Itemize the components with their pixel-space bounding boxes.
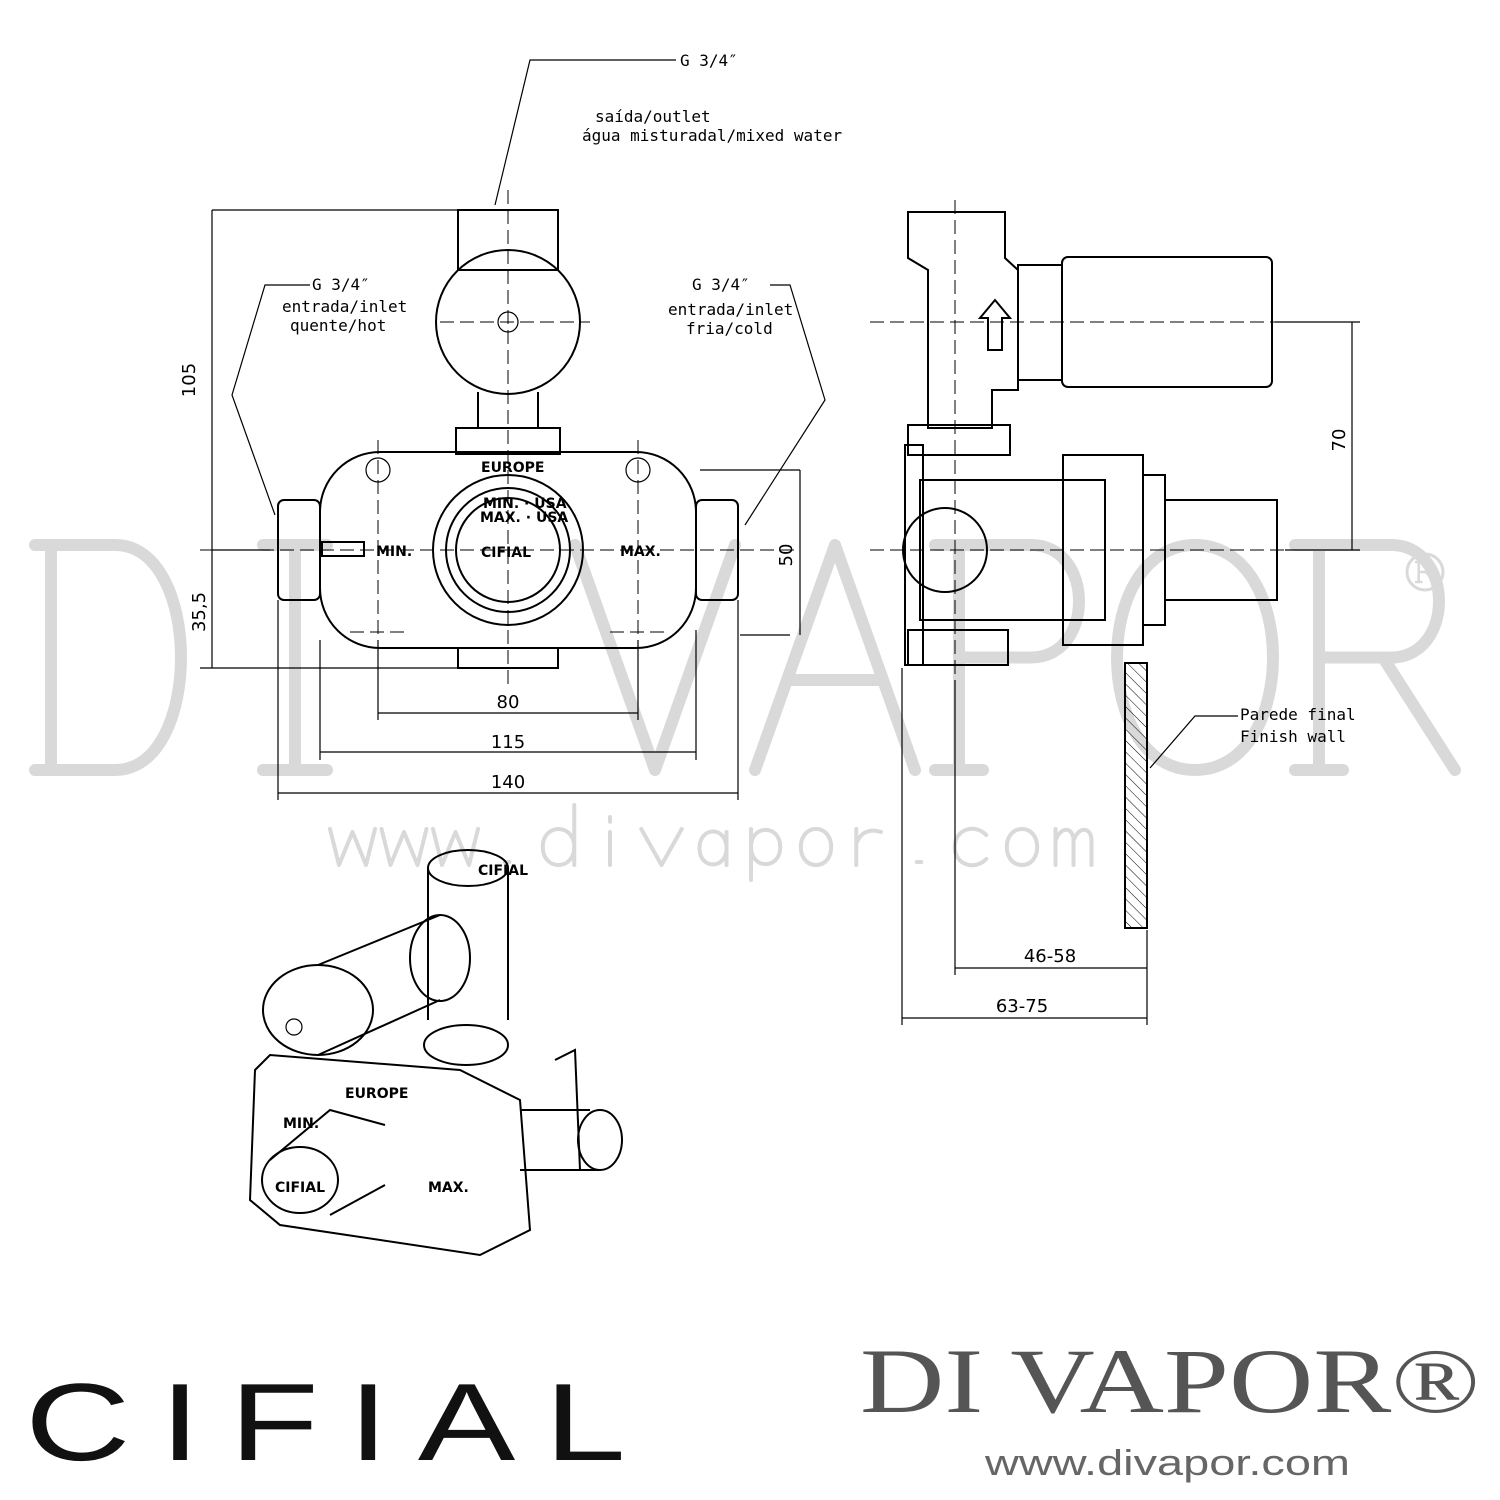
watermark-glyph	[1117, 545, 1273, 770]
dim-width-115: 115	[491, 732, 525, 753]
divapor-logo: DI VAPOR®	[860, 1330, 1480, 1432]
side-view: 70 46-58 63-75 Parede final Finish wall	[870, 200, 1360, 1025]
iso-label-brand: CIFIAL	[275, 1180, 325, 1196]
min-indicator	[321, 541, 365, 557]
iso-pipe-brand: CIFIAL	[478, 863, 528, 879]
dim-width-140: 140	[491, 772, 525, 793]
watermark-name-graphic	[35, 545, 1455, 770]
watermark-glyph	[35, 545, 181, 770]
dim-depth-min: 46-58	[1024, 946, 1076, 967]
watermark-glyph	[700, 832, 727, 865]
watermark-glyph	[263, 545, 327, 770]
iso-screw-icon	[285, 1018, 303, 1036]
hot-line1: entrada/inlet	[282, 297, 407, 316]
label-europe: EUROPE	[481, 460, 544, 476]
watermark-glyph	[755, 545, 915, 770]
watermark-glyph	[1007, 829, 1037, 865]
iso-body	[248, 1053, 532, 1257]
dim-height-body: 50	[776, 544, 797, 567]
outlet-line2: água misturadal/mixed water	[582, 126, 842, 145]
cold-line2: fria/cold	[686, 319, 773, 338]
watermark-glyph	[935, 545, 1079, 770]
finish-wall-line2: Finish wall	[1240, 727, 1346, 746]
registered-mark-letter	[1416, 562, 1434, 582]
outlet-thread: G 3/4″	[680, 51, 738, 70]
dim-side-height: 70	[1329, 429, 1350, 452]
label-min: MIN.	[376, 544, 412, 560]
watermark-glyph	[955, 829, 987, 865]
dim-width-80: 80	[497, 692, 520, 713]
watermark-glyph	[641, 829, 682, 865]
watermark-glyph	[575, 545, 735, 770]
side-nut	[907, 424, 1011, 456]
label-max: MAX.	[620, 544, 661, 560]
dim-height-lower: 35,5	[189, 592, 210, 632]
outlet-line1: saída/outlet	[595, 107, 711, 126]
iso-label-max: MAX.	[428, 1180, 469, 1196]
watermark-glyph	[1056, 829, 1092, 865]
dim-height-total: 105	[179, 363, 200, 397]
iso-label-min: MIN.	[283, 1116, 319, 1132]
label-brand: CIFIAL	[481, 545, 531, 561]
watermark-glyph	[751, 829, 780, 880]
registered-mark-circle	[1405, 552, 1445, 592]
cold-line1: entrada/inlet	[668, 300, 793, 319]
iso-label-europe: EUROPE	[345, 1086, 408, 1102]
cifial-logo: CIFIAL	[25, 1361, 655, 1484]
iso-cartridge	[262, 964, 374, 1056]
flow-arrow-icon	[977, 298, 1013, 351]
watermark-glyph	[801, 829, 831, 865]
finish-wall	[1124, 662, 1148, 929]
side-bottom-nut	[907, 629, 1009, 666]
isometric-view: EUROPE MIN. MAX. CIFIAL CIFIAL	[248, 849, 623, 1257]
cold-inlet-port	[695, 499, 739, 601]
dim-depth-max: 63-75	[996, 996, 1048, 1017]
watermark-glyph	[1295, 545, 1455, 770]
hot-thread: G 3/4″	[312, 275, 370, 294]
label-min-usa: MIN. · USA	[483, 496, 567, 512]
front-view: EUROPE MIN. MAX. MIN. · USA MAX. · USA C…	[179, 51, 842, 800]
iso-dial	[261, 1146, 339, 1214]
finish-wall-line1: Parede final	[1240, 705, 1356, 724]
watermark-glyph	[856, 829, 881, 865]
watermark-reg-graphic	[1405, 552, 1445, 592]
watermark-glyph	[330, 829, 375, 865]
iso-inlet-port	[577, 1109, 623, 1171]
label-max-usa: MAX. · USA	[480, 510, 568, 526]
side-outlet-pipe	[907, 211, 1019, 429]
divapor-url: www.divapor.com	[984, 1442, 1350, 1483]
watermark-glyph	[433, 829, 478, 865]
bottom-nut	[457, 647, 559, 669]
watermark-glyph	[543, 805, 575, 865]
watermark-url-graphic	[330, 805, 1092, 880]
hot-line2: quente/hot	[290, 316, 386, 335]
watermark-glyph	[382, 829, 427, 865]
cold-thread: G 3/4″	[692, 275, 750, 294]
